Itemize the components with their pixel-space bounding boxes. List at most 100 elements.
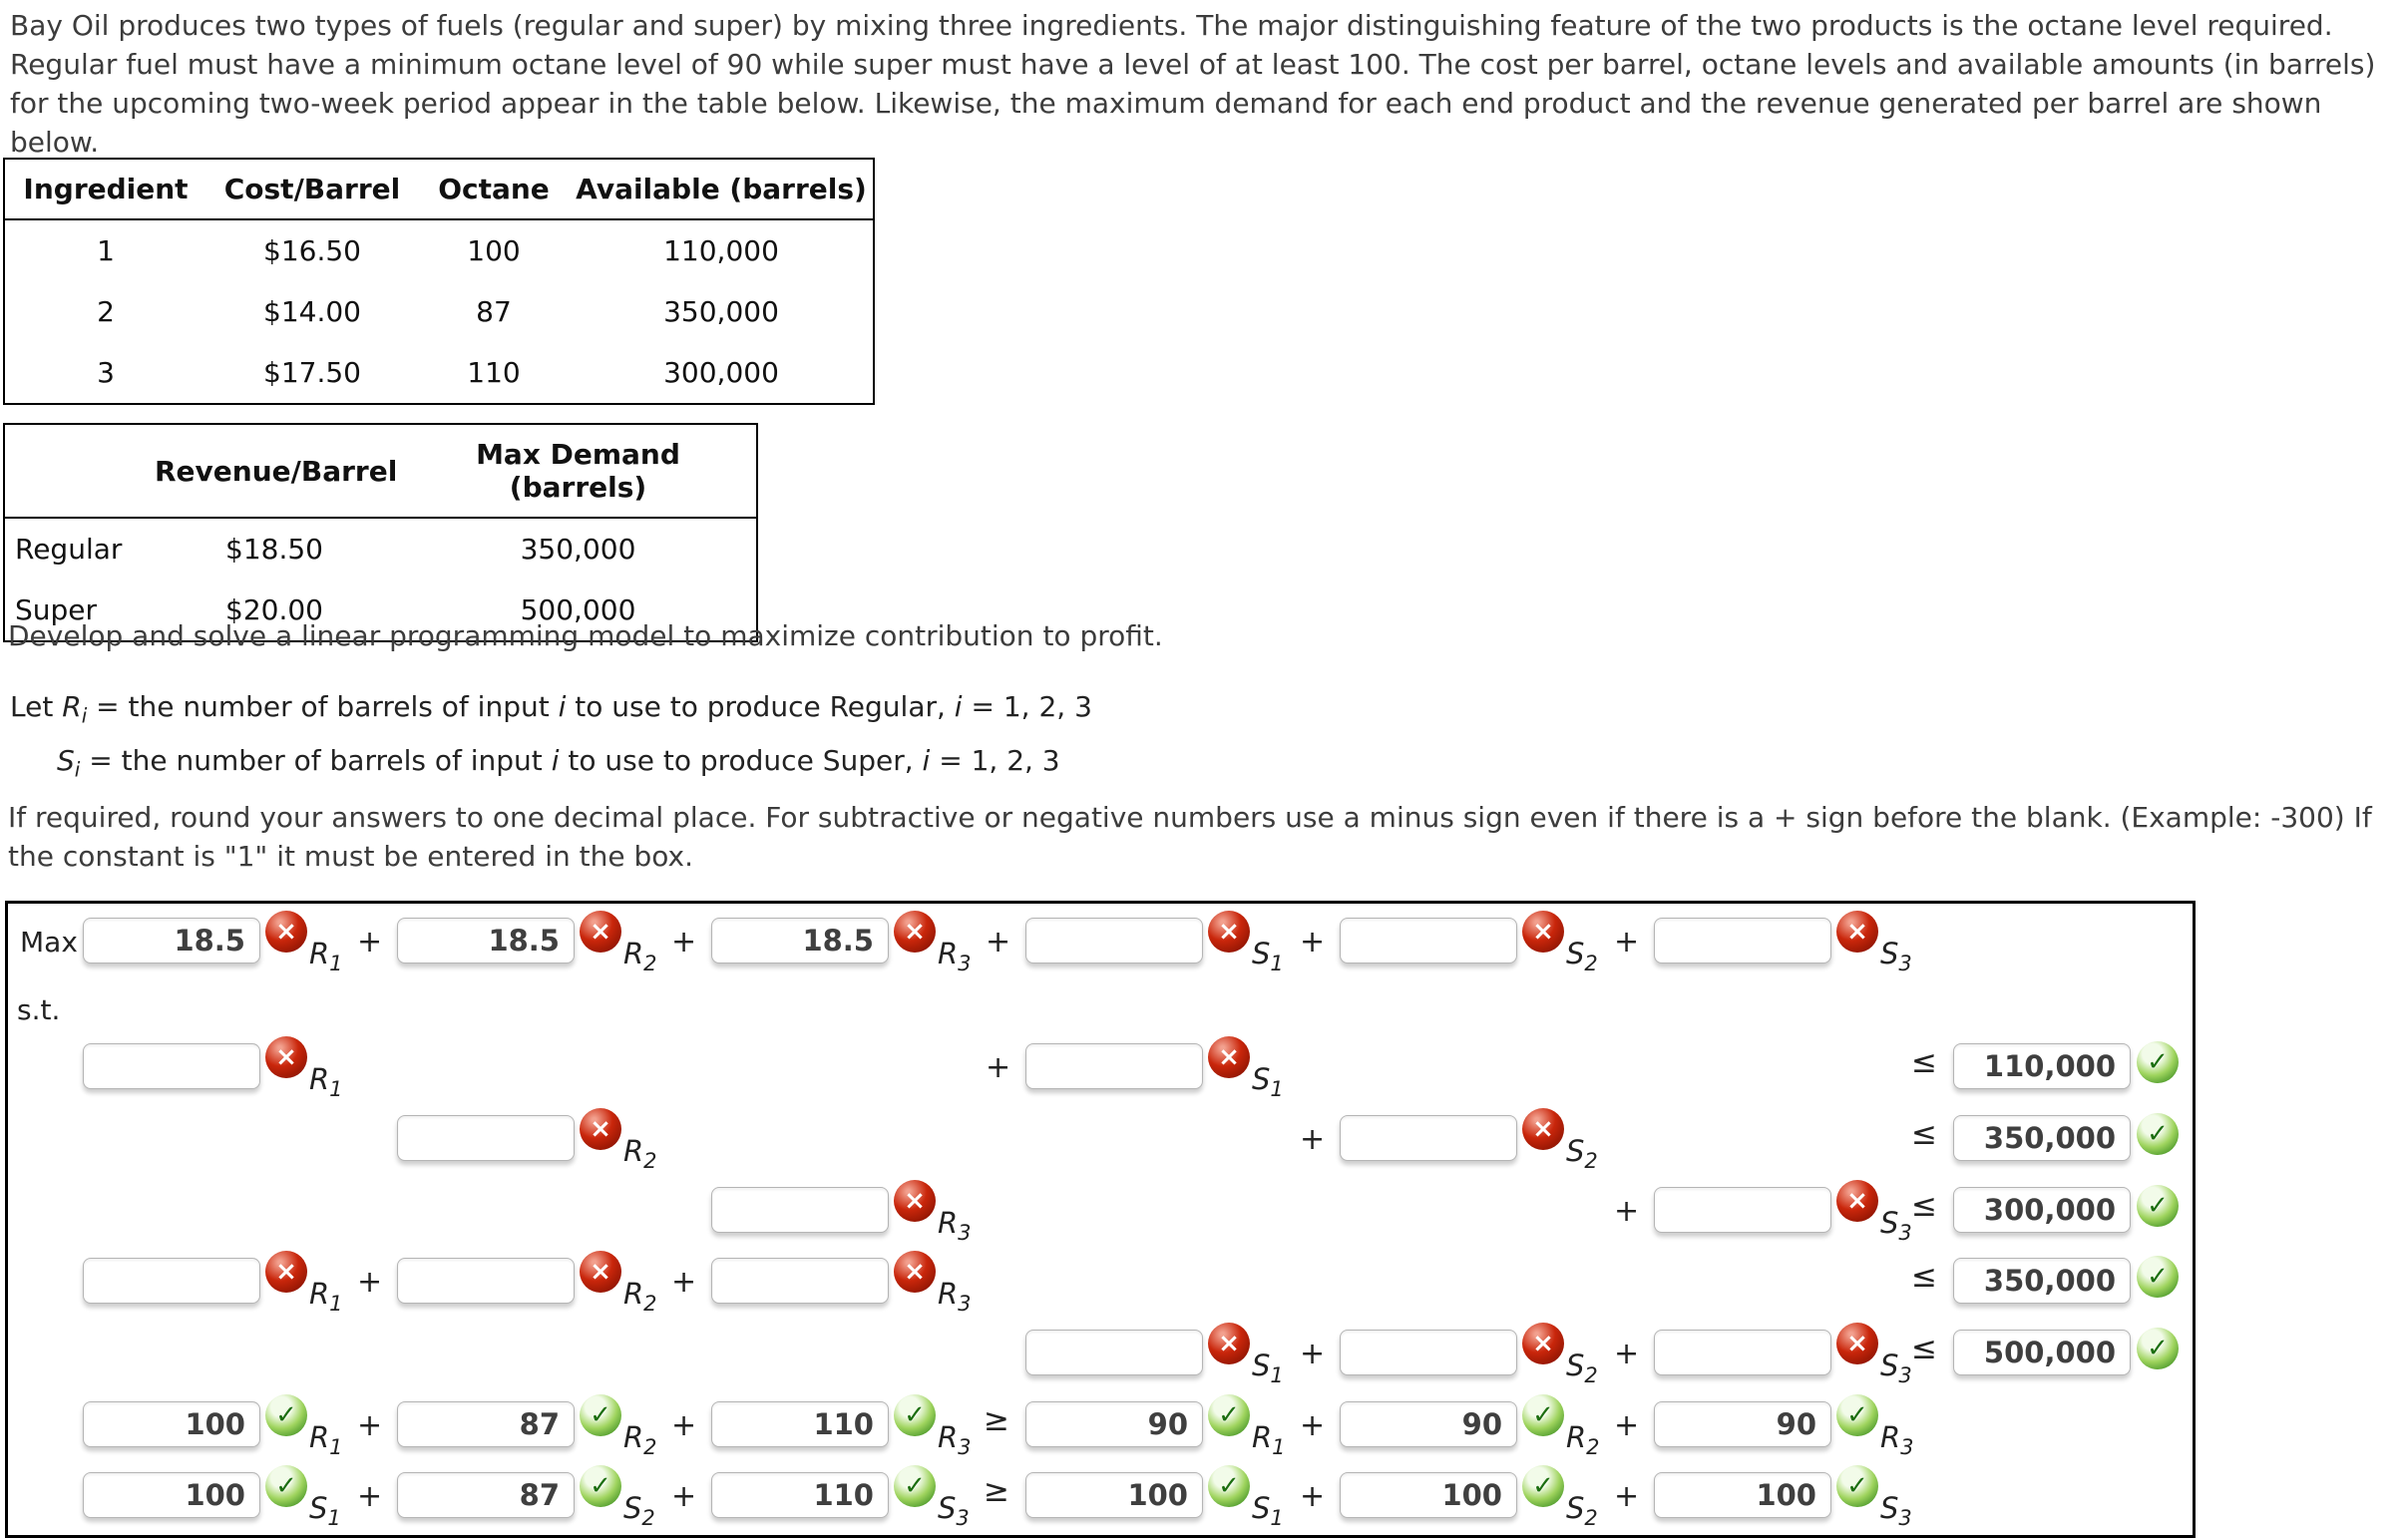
coef-input-R2[interactable]: [1340, 1401, 1517, 1447]
coef-input-R3[interactable]: [711, 1401, 889, 1447]
plus-sign: +: [986, 1050, 1011, 1085]
rhs-input[interactable]: [1953, 1258, 2131, 1304]
coef-input-R2[interactable]: [397, 1258, 575, 1304]
rhs-input[interactable]: [1953, 1330, 2131, 1375]
coef-input-S1[interactable]: [83, 1472, 260, 1518]
var-subscript: 1: [1270, 1076, 1284, 1101]
table-cell: 110,000: [663, 234, 779, 267]
error-icon: ×: [894, 1180, 936, 1222]
table-cell: 2: [97, 295, 115, 328]
coef-input-R2[interactable]: [397, 1115, 575, 1161]
var-label: R2: [623, 1134, 657, 1173]
var-symbol: R: [309, 1277, 330, 1311]
coef-input-R3[interactable]: [711, 1187, 889, 1233]
var-subscript: 2: [1586, 1434, 1600, 1459]
plus-sign: +: [671, 1265, 697, 1300]
plus-sign: +: [671, 1408, 697, 1443]
var-symbol: S: [309, 1491, 328, 1525]
develop-instruction: Develop and solve a linear programming m…: [8, 619, 1163, 652]
var-subscript: 2: [1584, 951, 1598, 975]
coef-input-S2[interactable]: [1340, 1472, 1517, 1518]
plus-sign: +: [357, 925, 383, 960]
var-symbol: R: [623, 1277, 644, 1311]
error-icon: ×: [894, 1251, 936, 1293]
rhs-input[interactable]: [1953, 1115, 2131, 1161]
error-icon: ×: [1522, 911, 1564, 953]
index-symbol: i: [558, 690, 567, 723]
plus-sign: +: [986, 925, 1011, 960]
var-label: S2: [1566, 937, 1598, 975]
coef-input-S2[interactable]: [1340, 918, 1517, 963]
table-cell: Super: [15, 593, 98, 626]
coef-input-R3[interactable]: [711, 1258, 889, 1304]
coef-input-S1[interactable]: [1025, 1472, 1203, 1518]
coef-input-S2[interactable]: [1340, 1330, 1517, 1375]
error-icon: ×: [265, 1036, 307, 1078]
var-symbol: S: [1566, 1134, 1585, 1168]
coef-input-R1[interactable]: [83, 1401, 260, 1447]
correct-icon: ✓: [1208, 1465, 1250, 1507]
coef-input-S3[interactable]: [1654, 1330, 1831, 1375]
relation-symbol: ≤: [1911, 1331, 1937, 1366]
table-cell: 100: [467, 234, 521, 267]
correct-icon: ✓: [2137, 1113, 2179, 1155]
coef-input-R1[interactable]: [83, 1258, 260, 1304]
rhs-input[interactable]: [1953, 1043, 2131, 1089]
var-subscript: 1: [329, 1434, 343, 1459]
var-symbol: R: [1566, 1420, 1587, 1454]
coef-input-S2[interactable]: [1340, 1115, 1517, 1161]
coef-input-R3[interactable]: [1654, 1401, 1831, 1447]
coef-input-S3[interactable]: [1654, 1187, 1831, 1233]
var-subscript: 1: [1270, 1505, 1284, 1530]
constraint-row: ×R3+×S3≤✓: [8, 1180, 2193, 1251]
coef-input-S2[interactable]: [397, 1472, 575, 1518]
var-label: S3: [1880, 937, 1912, 975]
var-symbol: S: [623, 1491, 642, 1525]
var-symbol: S: [1566, 937, 1585, 970]
column-header: Octane: [418, 159, 570, 220]
coef-input-S3[interactable]: [1654, 918, 1831, 963]
coef-input-S3[interactable]: [1654, 1472, 1831, 1518]
var-label: S1: [1252, 1491, 1284, 1530]
correct-icon: ✓: [2137, 1328, 2179, 1369]
constraint-row: ×R1+×S1≤✓: [8, 1036, 2193, 1107]
correct-icon: ✓: [2137, 1185, 2179, 1227]
relation-symbol: ≥: [984, 1473, 1009, 1509]
coef-input-S1[interactable]: [1025, 1330, 1203, 1375]
constraint-row: ×R2+×S2≤✓: [8, 1108, 2193, 1179]
var-label: S1: [1252, 1348, 1284, 1387]
coef-input-R2[interactable]: [397, 918, 575, 963]
table-cell: 3: [97, 356, 115, 389]
var-label: R1: [309, 1420, 343, 1459]
var-subscript: 1: [329, 1076, 343, 1101]
var-subscript: 2: [643, 951, 657, 975]
var-label: R1: [309, 1062, 343, 1101]
correct-icon: ✓: [1522, 1394, 1564, 1436]
relation-symbol: ≥: [984, 1402, 1009, 1438]
table-cell: Regular: [15, 533, 123, 566]
coef-input-R1[interactable]: [1025, 1401, 1203, 1447]
var-symbol: S: [1252, 1062, 1271, 1096]
coef-input-S1[interactable]: [1025, 1043, 1203, 1089]
table-cell: $17.50: [263, 356, 361, 389]
var-label: S3: [938, 1491, 970, 1530]
var-subscript: 2: [643, 1291, 657, 1316]
coef-input-R1[interactable]: [83, 918, 260, 963]
coef-input-R1[interactable]: [83, 1043, 260, 1089]
column-header: Revenue/Barrel: [149, 424, 400, 519]
coef-input-R3[interactable]: [711, 918, 889, 963]
var-label: R2: [623, 1420, 657, 1459]
var-symbol: S: [1880, 937, 1899, 970]
rhs-input[interactable]: [1953, 1187, 2131, 1233]
plus-sign: +: [357, 1408, 383, 1443]
var-label: S2: [1566, 1348, 1598, 1387]
coef-input-S3[interactable]: [711, 1472, 889, 1518]
coef-input-R2[interactable]: [397, 1401, 575, 1447]
var-symbol: S: [1880, 1206, 1899, 1240]
error-icon: ×: [1522, 1323, 1564, 1364]
var-subscript: i: [81, 703, 88, 728]
var-label: R1: [309, 937, 343, 975]
error-icon: ×: [1836, 1180, 1878, 1222]
coef-input-S1[interactable]: [1025, 918, 1203, 963]
